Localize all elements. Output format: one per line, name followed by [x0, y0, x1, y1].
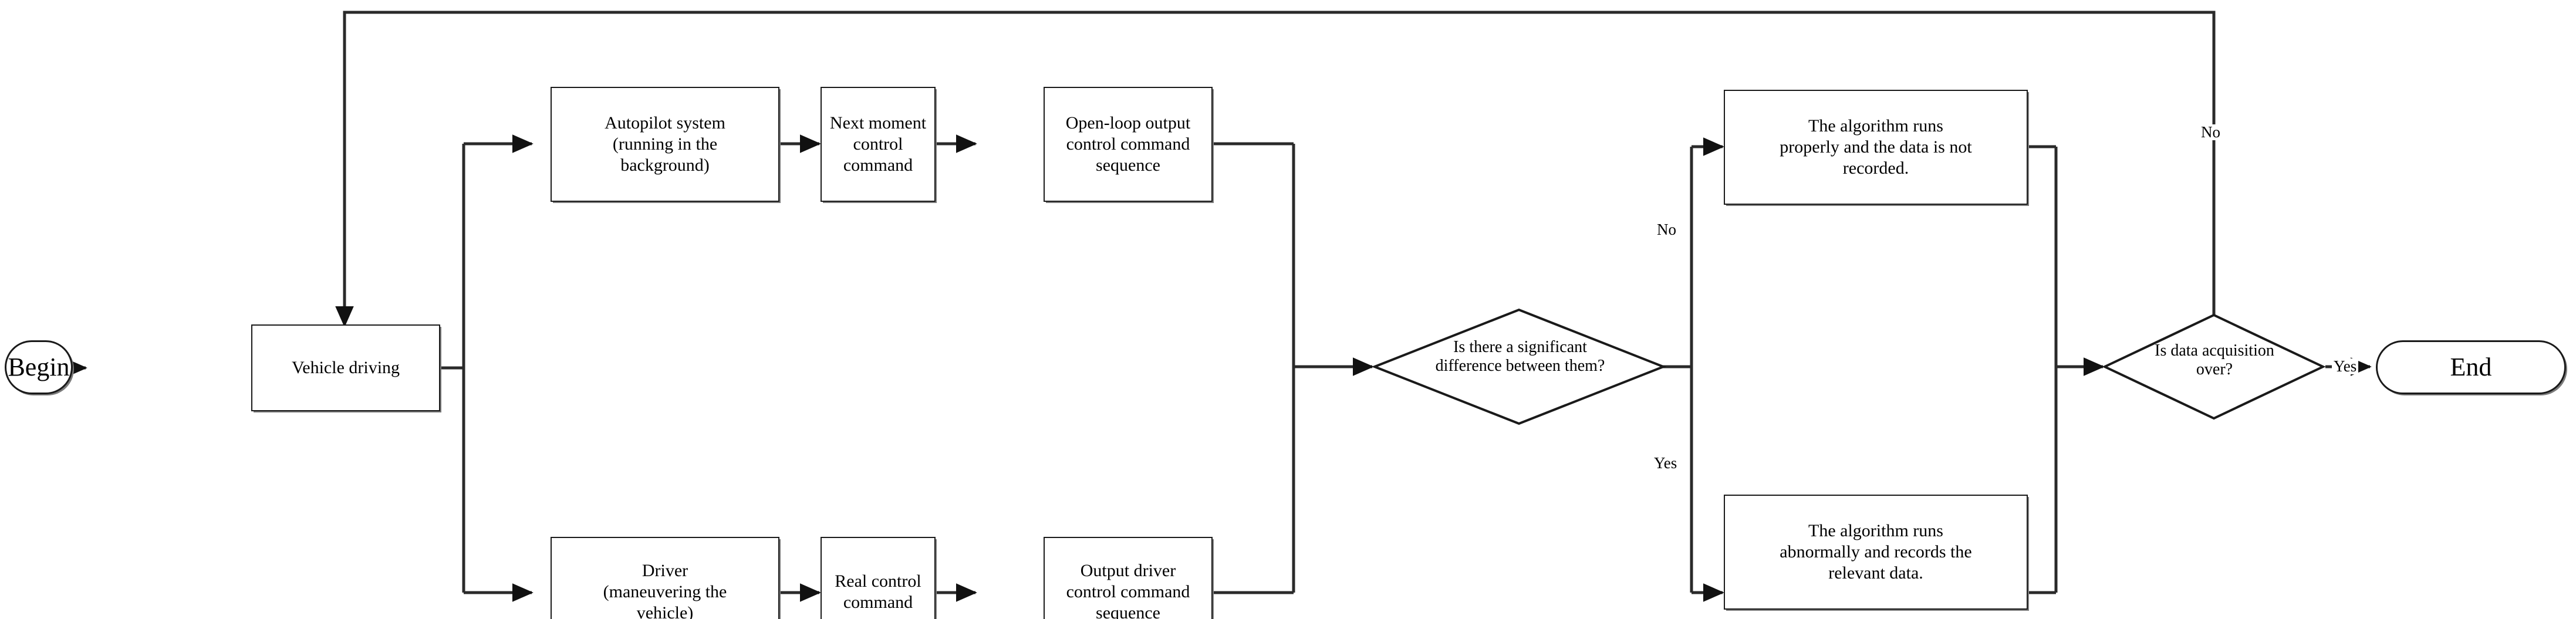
- node-open-loop-sequence-label: Open-loop output control command sequenc…: [1065, 113, 1191, 175]
- node-autopilot-system[interactable]: Autopilot system (running in the backgro…: [551, 87, 779, 202]
- node-algorithm-abnormal-label: The algorithm runs abnormally and record…: [1780, 521, 1972, 583]
- decision-significant-difference: [1371, 308, 1667, 425]
- node-algorithm-normal-label: The algorithm runs properly and the data…: [1780, 116, 1972, 178]
- node-next-moment-command[interactable]: Next moment control command: [821, 87, 936, 202]
- edge-label-difference-yes: Yes: [1652, 455, 1679, 471]
- node-output-driver-sequence[interactable]: Output driver control command sequence: [1044, 537, 1213, 619]
- edge-acq-no-feedback: [335, 11, 2216, 327]
- node-begin-label: Begin: [8, 352, 70, 381]
- node-end-label: End: [2450, 352, 2492, 381]
- node-output-driver-sequence-label: Output driver control command sequence: [1066, 561, 1190, 619]
- node-real-control-command[interactable]: Real control command: [821, 537, 936, 619]
- node-algorithm-abnormal[interactable]: The algorithm runs abnormally and record…: [1724, 495, 2028, 610]
- edge-label-acquisition-yes: Yes: [2332, 358, 2359, 374]
- node-end[interactable]: End: [2376, 340, 2566, 394]
- edge-label-difference-no: No: [1655, 222, 1678, 238]
- node-open-loop-sequence[interactable]: Open-loop output control command sequenc…: [1044, 87, 1213, 202]
- node-autopilot-system-label: Autopilot system (running in the backgro…: [605, 113, 725, 175]
- node-vehicle-driving[interactable]: Vehicle driving: [251, 324, 440, 411]
- node-driver-label: Driver (maneuvering the vehicle): [603, 561, 727, 619]
- node-algorithm-normal[interactable]: The algorithm runs properly and the data…: [1724, 90, 2028, 205]
- node-vehicle-driving-label: Vehicle driving: [291, 358, 400, 377]
- edge-label-acquisition-no: No: [2199, 124, 2222, 140]
- node-driver[interactable]: Driver (maneuvering the vehicle): [551, 537, 779, 619]
- node-next-moment-command-label: Next moment control command: [829, 113, 927, 175]
- decision-acquisition-over: [2102, 313, 2326, 420]
- node-real-control-command-label: Real control command: [835, 571, 921, 612]
- node-begin[interactable]: Begin: [5, 340, 73, 394]
